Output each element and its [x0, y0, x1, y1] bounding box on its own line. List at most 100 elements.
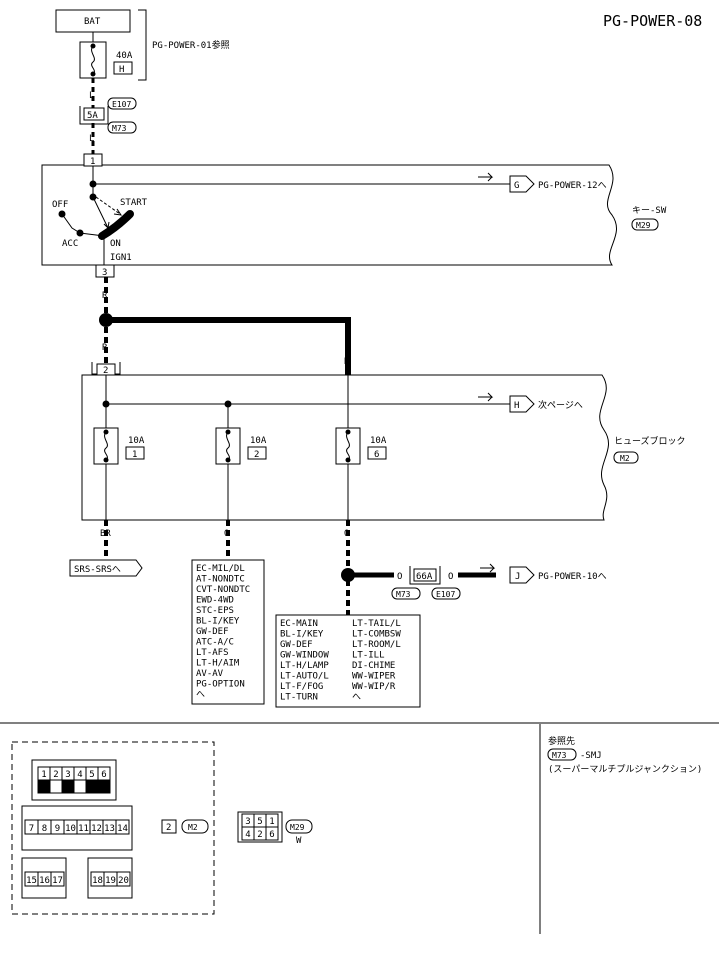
m2-row3a-housing [21, 857, 67, 899]
main-fuse-element [91, 45, 95, 75]
arrow-to-j [480, 563, 496, 573]
key-sw-start-label: START [120, 198, 148, 208]
list-fuse2-item: PG-OPTION [196, 680, 245, 690]
dest-j-text: PG-POWER-10へ [538, 572, 607, 582]
fuse-1-no-box [125, 446, 145, 460]
connector-e107-bottom-text: E107 [436, 590, 455, 599]
m2-cavity-cell [73, 779, 87, 794]
fuse-block-title: ヒューズブロック [614, 435, 686, 447]
wire-o-label-2: O [344, 529, 349, 539]
m29-pin-cell [265, 826, 279, 841]
fuse-6-element [346, 431, 350, 461]
dest-g-text: PG-POWER-12へ [538, 181, 607, 191]
dest-g-letter: G [514, 181, 519, 191]
fuse-2-no-box [247, 446, 267, 460]
junction-5a-bracket [79, 106, 109, 125]
key-sw-on-start-bar [98, 210, 134, 240]
fuse-2-element [226, 431, 230, 461]
fuse-6-amp: 10A [370, 436, 387, 446]
main-fuse-bottom-dot [90, 71, 96, 77]
list-fuse6-right-item: WW-WIPER [352, 672, 396, 682]
list-fuse2-item: GW-DEF [196, 627, 229, 637]
list-fuse2-item: LT-AFS [196, 648, 229, 658]
m2-pin-number: 15 [26, 876, 37, 886]
list-fuse2-item: AV-AV [196, 669, 224, 679]
m2-pin-number: 14 [117, 824, 128, 834]
m2-pin-number: 19 [105, 876, 116, 886]
connector-m73-top-text: M73 [112, 124, 127, 133]
list-fuse6-left-item: LT-H/LAMP [280, 661, 329, 671]
connector-m29-text: M29 [636, 221, 651, 230]
m2-pin-number: 4 [77, 770, 82, 780]
main-fuse-top-dot [90, 43, 96, 49]
m2-pin-number: 20 [118, 876, 129, 886]
m2-row2-housing [21, 805, 133, 851]
list-fuse6-left-item: GW-DEF [280, 640, 313, 650]
dest-j-marker [509, 566, 535, 584]
list-fuse6-left-item: EC-MAIN [280, 619, 318, 629]
m29-badge [285, 819, 313, 834]
ref-code: -SMJ [580, 751, 602, 761]
list-fuse2-item: EC-MIL/DL [196, 564, 245, 574]
fuse-2-bot-dot [225, 457, 231, 463]
list-fuse2-item: へ [196, 690, 205, 700]
junction-66a-bracket [409, 566, 441, 585]
m2-pin-number: 7 [29, 824, 34, 834]
wire-l-label-2: L [89, 134, 94, 144]
list-fuse6-box [275, 614, 421, 708]
m2-pin-cell [115, 819, 130, 835]
connector-m73-badge-top [107, 121, 137, 134]
m2-connector-outline [11, 741, 215, 915]
arrow-to-h [478, 392, 494, 402]
wire-o-label-1: O [224, 529, 229, 539]
m29-pin-number: 4 [245, 830, 250, 840]
m2-cavity-cell [61, 779, 75, 794]
m2-cavity-cell [49, 779, 63, 794]
dest-j-letter: J [515, 572, 520, 582]
fuse-1-bot-dot [103, 457, 109, 463]
list-fuse6-right-item: LT-COMBSW [352, 630, 401, 640]
m2-cavity-cell [97, 779, 111, 794]
m29-badge-text: M29 [290, 823, 305, 832]
list-fuse6-left-item: LT-TURN [280, 693, 318, 703]
m29-pin-number: 3 [245, 817, 250, 827]
main-fuse-pos-box [113, 61, 133, 75]
fuse-6-no-box [367, 446, 387, 460]
main-fuse-amp: 40A [116, 51, 133, 61]
m2-pin-number: 16 [39, 876, 50, 886]
connector-m73-badge-bottom [391, 587, 421, 600]
junction-66a-label: 66A [416, 572, 433, 582]
fuse-1-top-dot [103, 429, 109, 435]
battery-label: BAT [84, 17, 101, 27]
m2-pin-number: 9 [55, 824, 60, 834]
connector-m73-bottom-text: M73 [396, 590, 411, 599]
fuse-6-no: 6 [374, 450, 379, 460]
key-sw-off-label: OFF [52, 200, 68, 210]
m2-cavity-cell [37, 779, 51, 794]
key-sw-pin-out: 3 [102, 268, 107, 278]
junction-66a-box [413, 568, 437, 582]
m29-pin-number: 6 [269, 830, 274, 840]
m2-pin-number: 8 [42, 824, 47, 834]
battery-bracket [138, 9, 147, 81]
reference-heading: 参照先 [548, 735, 575, 747]
fuse-1-element [104, 431, 108, 461]
m2-row3b-housing [87, 857, 133, 899]
page-title: PG-POWER-08 [603, 12, 702, 30]
srs-dest-box [69, 559, 143, 577]
list-fuse2-item: ATC-A/C [196, 638, 234, 648]
list-fuse6-left-item: LT-F/FOG [280, 682, 323, 692]
list-fuse2-item: AT-NONDTC [196, 575, 245, 585]
key-sw-pin-in: 1 [90, 157, 95, 167]
m2-pin-number: 11 [78, 824, 89, 834]
list-fuse2-box [191, 559, 265, 705]
m2-pin-number: 2 [53, 770, 58, 780]
key-sw-lever [92, 196, 109, 229]
list-fuse6-left-item: LT-AUTO/L [280, 672, 329, 682]
fb-fuse6-entry-dot [345, 369, 351, 375]
